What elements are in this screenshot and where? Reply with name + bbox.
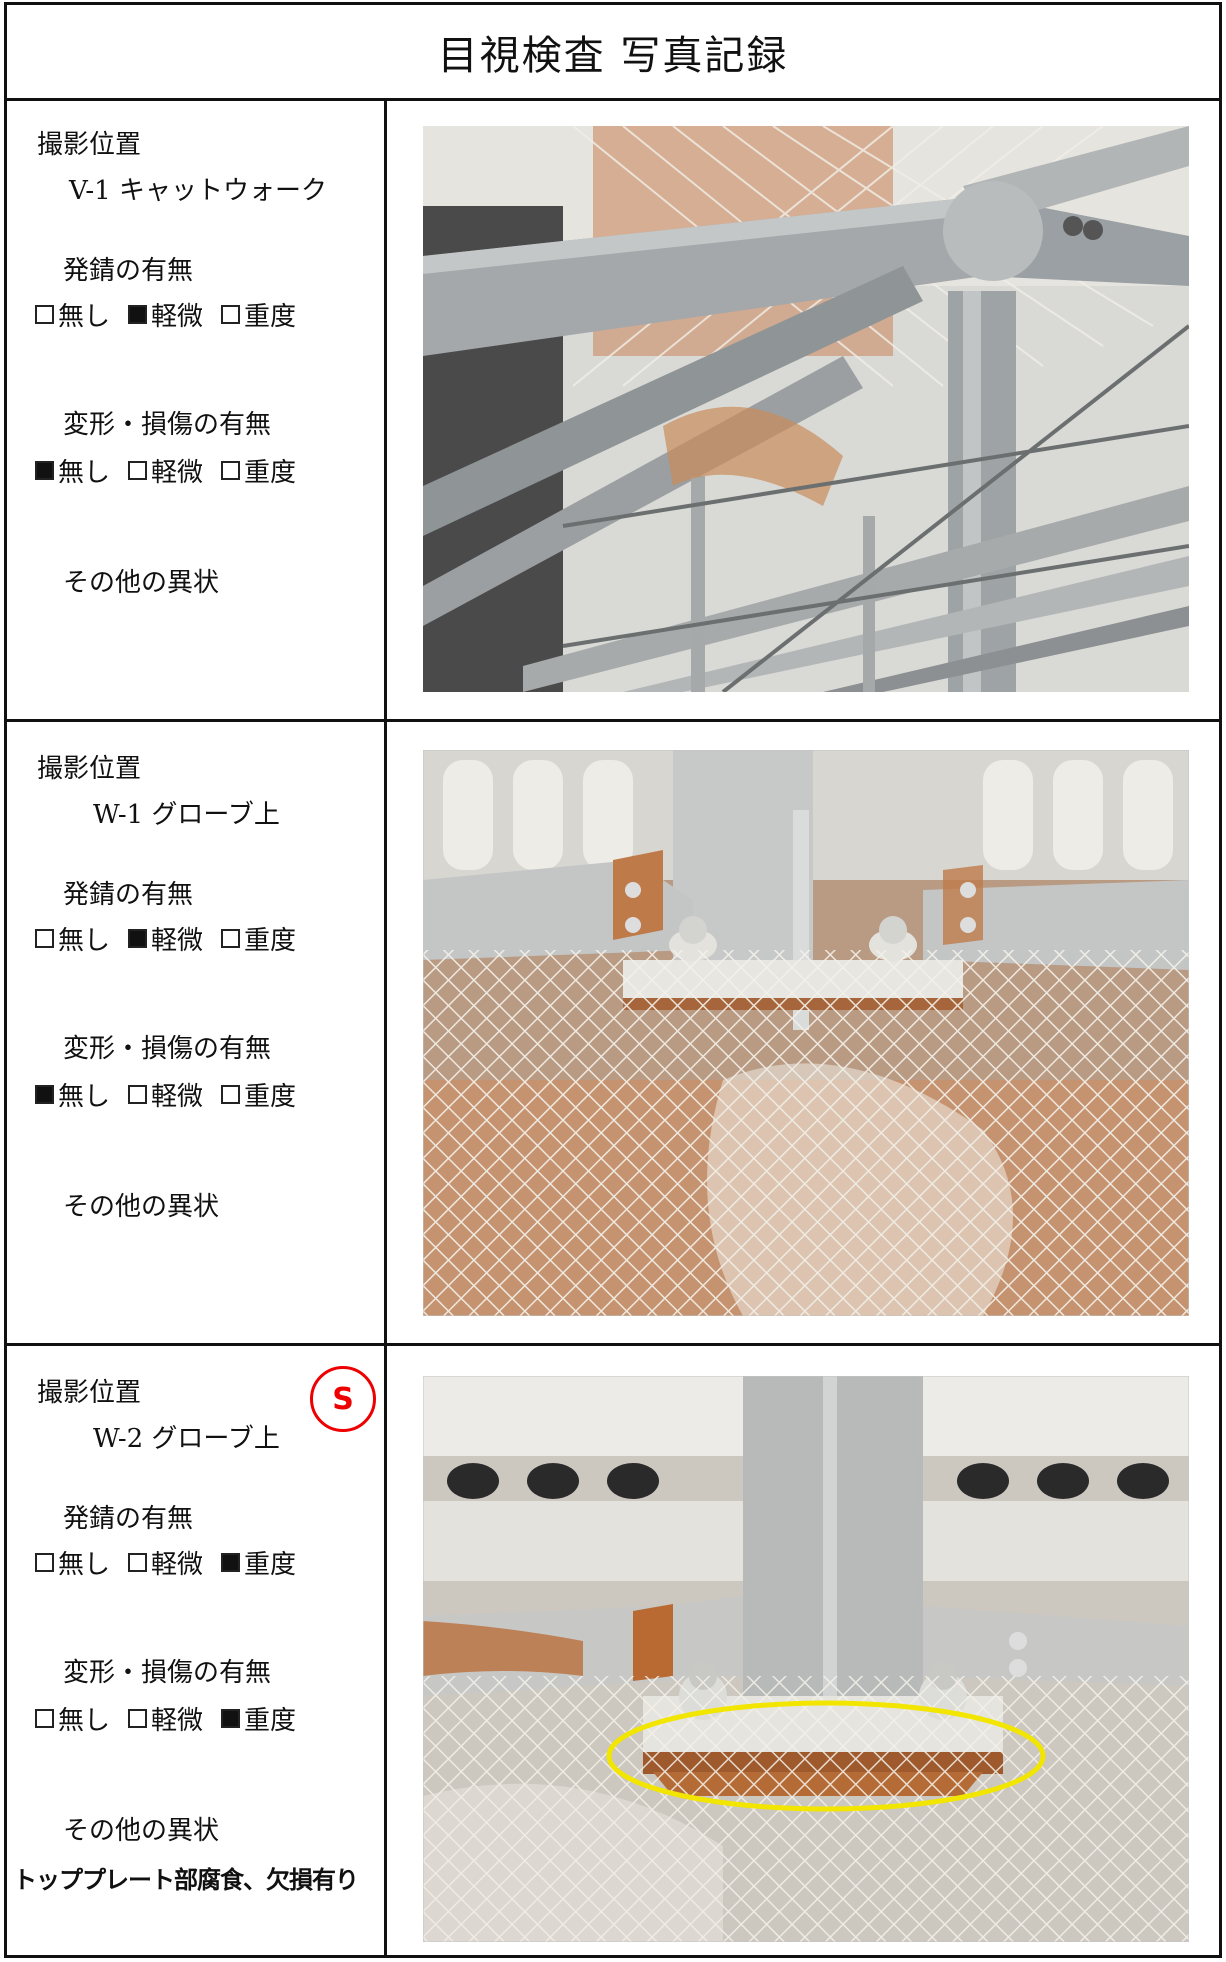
photo-cell bbox=[387, 1346, 1219, 1958]
inspection-photo bbox=[423, 750, 1189, 1316]
unchecked-box-icon[interactable] bbox=[35, 1553, 54, 1572]
deformation-option-label: 無し bbox=[58, 1082, 111, 1112]
unchecked-box-icon[interactable] bbox=[35, 1709, 54, 1728]
rust-option-1[interactable]: 無し bbox=[35, 296, 110, 333]
checked-box-icon[interactable] bbox=[128, 929, 148, 948]
record-info: 撮影位置 S W-2 グローブ上 発錆の有無 無し軽微重度 変形・損傷の有無 無… bbox=[7, 1346, 387, 1958]
other-label: その他の異状 bbox=[63, 1816, 220, 1846]
deformation-label: 変形・損傷の有無 bbox=[63, 1658, 272, 1688]
rust-option-3[interactable]: 重度 bbox=[221, 1544, 296, 1581]
rust-option-label: 無し bbox=[58, 926, 111, 956]
record-info: 撮影位置 W-1 グローブ上 発錆の有無 無し軽微重度 変形・損傷の有無 無し軽… bbox=[7, 722, 387, 1343]
deformation-option-1[interactable]: 無し bbox=[35, 452, 110, 489]
rust-option-3[interactable]: 重度 bbox=[221, 296, 296, 333]
photo-cell bbox=[387, 98, 1219, 719]
inspection-photo bbox=[423, 126, 1189, 692]
rust-option-2[interactable]: 軽微 bbox=[128, 296, 203, 333]
deformation-option-label: 無し bbox=[58, 1706, 111, 1736]
position-label: 撮影位置 bbox=[37, 130, 142, 160]
page-title: 目視検査 写真記録 bbox=[437, 32, 789, 79]
rust-option-1[interactable]: 無し bbox=[35, 920, 110, 957]
location-value: W-2 グローブ上 bbox=[93, 1424, 280, 1454]
deformation-option-label: 重度 bbox=[244, 1706, 297, 1736]
photo-globe-base-plate bbox=[423, 750, 1189, 1316]
unchecked-box-icon[interactable] bbox=[221, 1085, 241, 1104]
inspection-sheet: 目視検査 写真記録 撮影位置 V-1 キャットウォーク 発錆の有無 無し軽微重度… bbox=[4, 2, 1222, 1958]
rust-option-label: 軽微 bbox=[151, 302, 204, 332]
rust-option-label: 無し bbox=[58, 302, 111, 332]
deformation-option-3[interactable]: 重度 bbox=[221, 452, 296, 489]
other-label: その他の異状 bbox=[63, 1192, 220, 1222]
location-value: V-1 キャットウォーク bbox=[69, 176, 327, 206]
deformation-option-1[interactable]: 無し bbox=[35, 1700, 110, 1737]
deformation-option-1[interactable]: 無し bbox=[35, 1076, 110, 1113]
checked-box-icon[interactable] bbox=[221, 1709, 241, 1728]
deformation-option-2[interactable]: 軽微 bbox=[128, 452, 203, 489]
unchecked-box-icon[interactable] bbox=[35, 929, 54, 948]
deformation-option-3[interactable]: 重度 bbox=[221, 1700, 296, 1737]
deformation-option-label: 軽微 bbox=[151, 1706, 204, 1736]
rust-option-label: 重度 bbox=[244, 302, 297, 332]
rust-option-label: 重度 bbox=[244, 926, 297, 956]
deformation-options: 無し 軽微 重度 bbox=[35, 452, 296, 489]
record-w2: 撮影位置 S W-2 グローブ上 発錆の有無 無し軽微重度 変形・損傷の有無 無… bbox=[7, 1346, 1219, 1958]
unchecked-box-icon[interactable] bbox=[128, 1709, 148, 1728]
s-grade-mark: S bbox=[310, 1366, 376, 1432]
checked-box-icon[interactable] bbox=[221, 1553, 241, 1572]
deformation-options: 無し 軽微 重度 bbox=[35, 1700, 296, 1737]
rust-option-2[interactable]: 軽微 bbox=[128, 920, 203, 957]
rust-options: 無し 軽微 重度 bbox=[35, 1544, 296, 1581]
rust-option-label: 無し bbox=[58, 1550, 111, 1580]
unchecked-box-icon[interactable] bbox=[128, 461, 148, 480]
deformation-option-2[interactable]: 軽微 bbox=[128, 1700, 203, 1737]
deformation-option-label: 重度 bbox=[244, 458, 297, 488]
unchecked-box-icon[interactable] bbox=[221, 461, 241, 480]
unchecked-box-icon[interactable] bbox=[128, 1085, 148, 1104]
unchecked-box-icon[interactable] bbox=[35, 305, 54, 324]
inspection-photo bbox=[423, 1376, 1189, 1942]
unchecked-box-icon[interactable] bbox=[128, 1553, 148, 1572]
rust-option-label: 重度 bbox=[244, 1550, 297, 1580]
checked-box-icon[interactable] bbox=[128, 305, 148, 324]
checked-box-icon[interactable] bbox=[35, 1085, 54, 1104]
rust-label: 発錆の有無 bbox=[63, 1504, 194, 1534]
deformation-option-label: 重度 bbox=[244, 1082, 297, 1112]
location-value: W-1 グローブ上 bbox=[93, 800, 280, 830]
rust-option-label: 軽微 bbox=[151, 926, 204, 956]
position-label: 撮影位置 bbox=[37, 754, 142, 784]
rust-option-label: 軽微 bbox=[151, 1550, 204, 1580]
deformation-option-label: 軽微 bbox=[151, 1082, 204, 1112]
deformation-option-label: 無し bbox=[58, 458, 111, 488]
deformation-label: 変形・損傷の有無 bbox=[63, 410, 272, 440]
checked-box-icon[interactable] bbox=[35, 461, 54, 480]
deformation-option-2[interactable]: 軽微 bbox=[128, 1076, 203, 1113]
anomaly-note: トッププレート部腐食、欠損有り bbox=[13, 1866, 359, 1894]
record-info: 撮影位置 V-1 キャットウォーク 発錆の有無 無し軽微重度 変形・損傷の有無 … bbox=[7, 98, 387, 719]
title-row: 目視検査 写真記録 bbox=[7, 5, 1219, 101]
photo-catwalk-truss bbox=[423, 126, 1189, 692]
deformation-options: 無し 軽微 重度 bbox=[35, 1076, 296, 1113]
photo-cell bbox=[387, 722, 1219, 1343]
rust-option-1[interactable]: 無し bbox=[35, 1544, 110, 1581]
record-w1: 撮影位置 W-1 グローブ上 発錆の有無 無し軽微重度 変形・損傷の有無 無し軽… bbox=[7, 722, 1219, 1346]
unchecked-box-icon[interactable] bbox=[221, 305, 241, 324]
rust-options: 無し 軽微 重度 bbox=[35, 296, 296, 333]
position-label: 撮影位置 bbox=[37, 1378, 142, 1408]
rust-label: 発錆の有無 bbox=[63, 880, 194, 910]
deformation-label: 変形・損傷の有無 bbox=[63, 1034, 272, 1064]
photo-globe-corroded-plate bbox=[423, 1376, 1189, 1942]
deformation-option-3[interactable]: 重度 bbox=[221, 1076, 296, 1113]
rust-options: 無し 軽微 重度 bbox=[35, 920, 296, 957]
rust-option-3[interactable]: 重度 bbox=[221, 920, 296, 957]
unchecked-box-icon[interactable] bbox=[221, 929, 241, 948]
other-label: その他の異状 bbox=[63, 568, 220, 598]
record-v1: 撮影位置 V-1 キャットウォーク 発錆の有無 無し軽微重度 変形・損傷の有無 … bbox=[7, 98, 1219, 722]
rust-label: 発錆の有無 bbox=[63, 256, 194, 286]
rust-option-2[interactable]: 軽微 bbox=[128, 1544, 203, 1581]
deformation-option-label: 軽微 bbox=[151, 458, 204, 488]
